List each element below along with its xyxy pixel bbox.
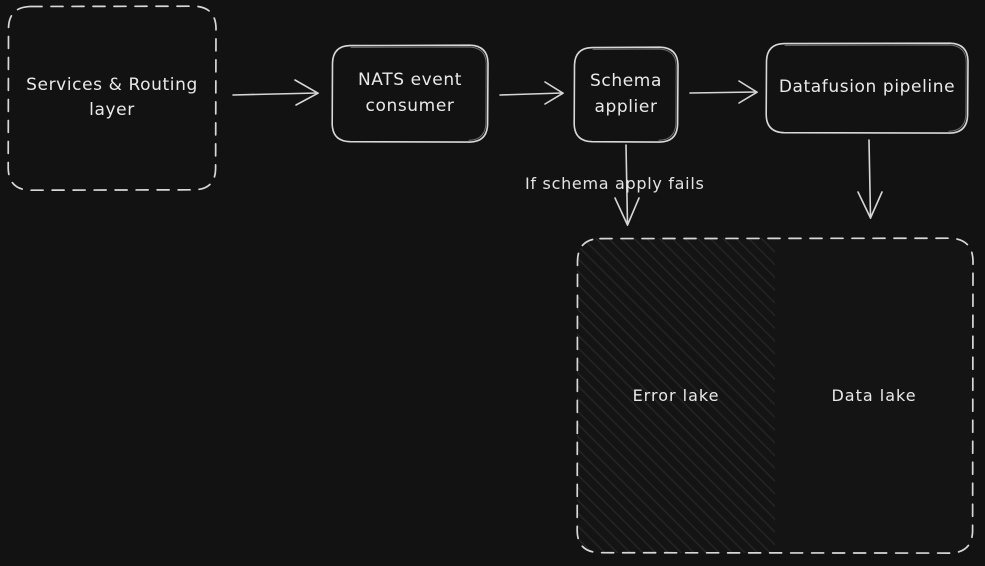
lake-label-data-lake: Data lake (831, 386, 917, 405)
edge-datafusion-to-data-lake (857, 139, 883, 219)
edge-label-if-schema-apply-fails: If schema apply fails (525, 174, 705, 193)
error-lake-region (577, 238, 775, 553)
data-lake-region (775, 238, 973, 553)
node-schema-applier[interactable] (573, 46, 679, 143)
edge-services-to-nats (232, 79, 319, 106)
edge-schema-to-error-lake (614, 144, 640, 226)
edge-nats-to-schema (499, 81, 564, 105)
node-datafusion-pipeline[interactable] (765, 42, 969, 134)
node-services-routing-layer[interactable] (7, 5, 217, 192)
lake-label-error-lake: Error lake (632, 386, 720, 405)
lakes-container[interactable] (576, 237, 974, 554)
node-nats-event-consumer[interactable] (331, 44, 489, 143)
edge-schema-to-datafusion (689, 80, 758, 104)
